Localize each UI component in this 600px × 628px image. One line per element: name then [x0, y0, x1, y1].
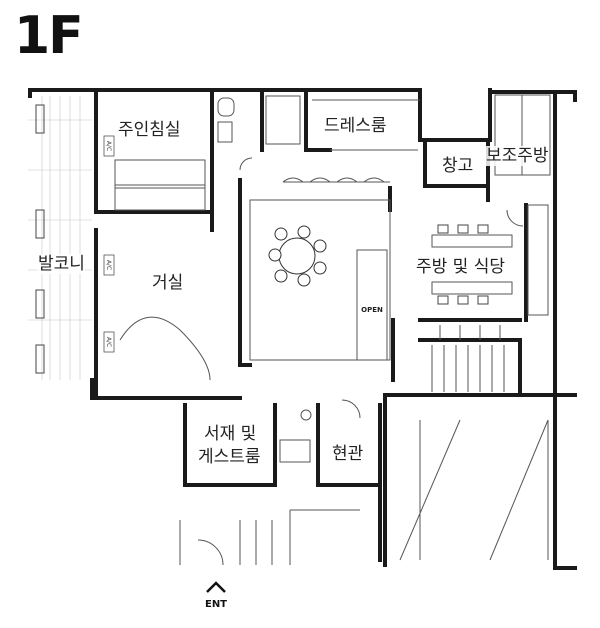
ac-markers: A/C A/C A/C — [103, 135, 115, 353]
chevron-up-icon — [206, 581, 226, 593]
ac-label: A/C — [105, 141, 112, 151]
walls — [28, 88, 577, 570]
balcony-windows — [35, 104, 45, 374]
entrance-label: ENT — [204, 599, 228, 610]
room-label-master-bedroom: 주인침실 — [118, 120, 181, 140]
kitchen-chairs — [437, 224, 489, 305]
interior-lines — [114, 94, 551, 566]
room-label-dress-room: 드레스룸 — [324, 116, 387, 136]
room-label-study-line1: 서재 및 — [204, 424, 257, 444]
room-label-entrance-hall: 현관 — [332, 444, 364, 464]
ac-label: A/C — [105, 260, 112, 270]
floor-label: 1F — [14, 6, 84, 66]
room-label-aux-kitchen: 보조주방 — [486, 146, 549, 166]
room-label-living-room: 거실 — [152, 273, 184, 293]
ac-label: A/C — [105, 337, 112, 347]
room-label-study-line2: 게스트룸 — [198, 447, 261, 467]
room-label-storage: 창고 — [442, 156, 474, 176]
room-label-kitchen-dining: 주방 및 식당 — [416, 257, 506, 277]
room-label-balcony: 발코니 — [38, 254, 85, 274]
entrance-marker: ENT — [204, 578, 228, 610]
dining-table — [268, 225, 327, 287]
open-label: OPEN — [361, 306, 383, 314]
